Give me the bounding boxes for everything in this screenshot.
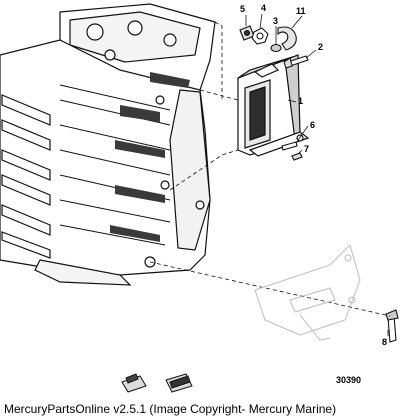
callout-1: 1 xyxy=(298,96,303,106)
part-7-screw xyxy=(291,152,303,161)
copyright-text: MercuryPartsOnline v2.5.1 (Image Copyrig… xyxy=(4,402,337,416)
leader-lines xyxy=(245,13,389,336)
part-11-clamp xyxy=(277,26,297,51)
figure-number: 30390 xyxy=(336,375,362,385)
callout-2: 2 xyxy=(318,42,323,52)
hardware-parts xyxy=(239,25,399,343)
callout-7: 7 xyxy=(304,144,309,154)
ecm-module xyxy=(237,54,310,157)
engine-block xyxy=(0,3,216,286)
part-6-screw xyxy=(281,141,298,151)
callout-3: 3 xyxy=(273,16,278,26)
callout-6: 6 xyxy=(310,120,315,130)
part-3-washer xyxy=(270,43,282,53)
connector-parts xyxy=(121,373,193,393)
callout-4: 4 xyxy=(261,3,266,13)
mount-bracket xyxy=(254,244,361,341)
callout-8: 8 xyxy=(382,337,387,347)
callout-5: 5 xyxy=(240,4,245,14)
callout-11: 11 xyxy=(296,6,306,16)
